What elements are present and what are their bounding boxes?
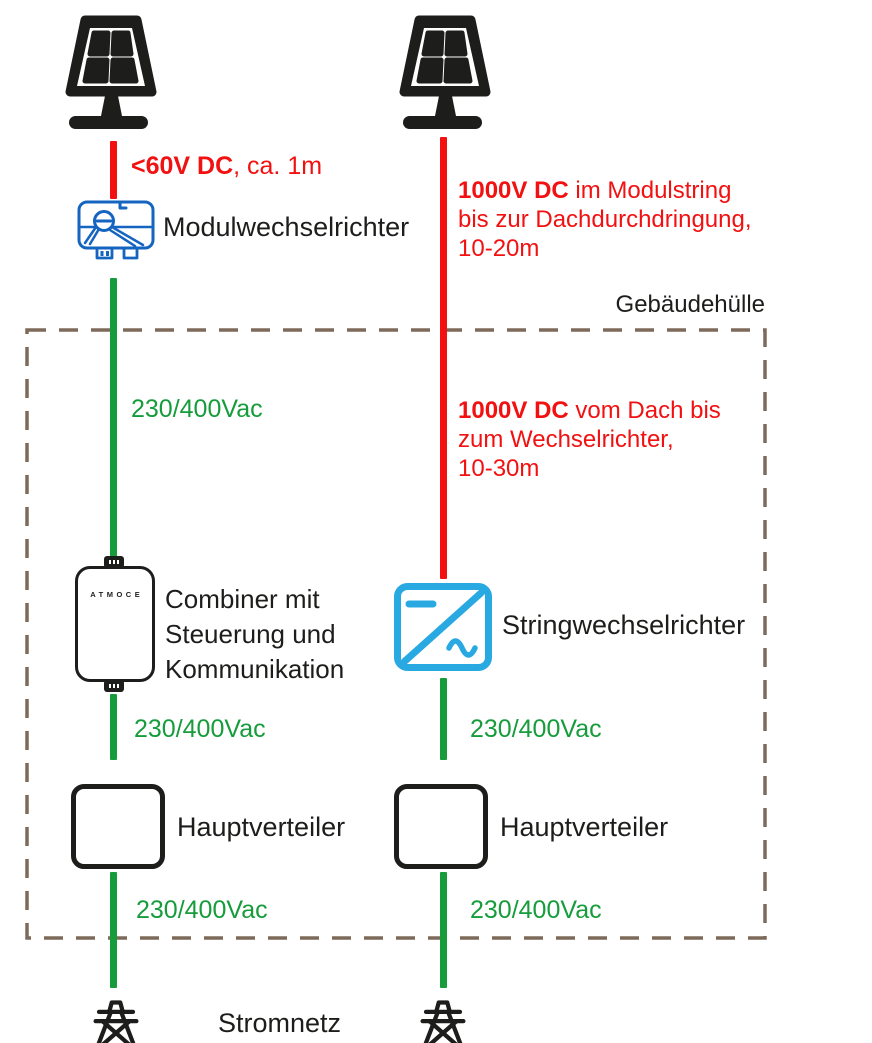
- solar-panel-icon: [65, 15, 157, 129]
- dc-string-cable: [440, 137, 447, 579]
- micro-inverter-icon: [77, 200, 155, 260]
- combiner-top-connector: [104, 556, 124, 568]
- main-distributor-label-right: Hauptverteiler: [500, 812, 669, 842]
- combiner-bottom-connector: [104, 680, 124, 692]
- combiner-icon: ATMOCE: [75, 566, 155, 682]
- ac-cable-right-1: [440, 678, 447, 760]
- dc-string-label-indoor: 1000V DC vom Dach bis zum Wechselrichter…: [458, 397, 721, 482]
- main-distributor-label-left: Hauptverteiler: [177, 812, 346, 842]
- grid-label: Stromnetz: [218, 1008, 342, 1038]
- ac-cable-left-3: [110, 872, 117, 988]
- ac-voltage-label-left-3: 230/400Vac: [136, 896, 268, 924]
- ac-voltage-label-right-2: 230/400Vac: [470, 896, 602, 924]
- ac-cable-left-1: [110, 278, 117, 559]
- building-envelope-boundary: [25, 328, 767, 940]
- ac-voltage-label-right-1: 230/400Vac: [470, 715, 602, 743]
- ac-voltage-label-left-2: 230/400Vac: [134, 715, 266, 743]
- string-inverter-icon: [394, 583, 492, 671]
- power-tower-icon-right: [420, 1000, 466, 1043]
- module-inverter-label: Modulwechselrichter: [163, 212, 410, 242]
- dc-cable-module-label: <60V DC, ca. 1m: [131, 152, 323, 180]
- main-distributor-box-right: [394, 784, 488, 869]
- combiner-brand-text: ATMOCE: [90, 590, 144, 599]
- string-inverter-label: Stringwechselrichter: [502, 610, 746, 640]
- building-envelope-label: Gebäudehülle: [615, 291, 765, 318]
- dc-string-label-roof: 1000V DC im Modulstring bis zur Dachdurc…: [458, 177, 752, 262]
- main-distributor-box-left: [71, 784, 165, 869]
- ac-cable-right-2: [440, 872, 447, 988]
- solar-panel-icon: [399, 15, 491, 129]
- ac-cable-left-2: [110, 694, 117, 760]
- power-tower-icon-left: [93, 1000, 139, 1043]
- dc-cable-module: [110, 141, 117, 199]
- combiner-label: Combiner mit Steuerung und Kommunikation: [165, 584, 345, 684]
- ac-voltage-label-left-1: 230/400Vac: [131, 395, 263, 423]
